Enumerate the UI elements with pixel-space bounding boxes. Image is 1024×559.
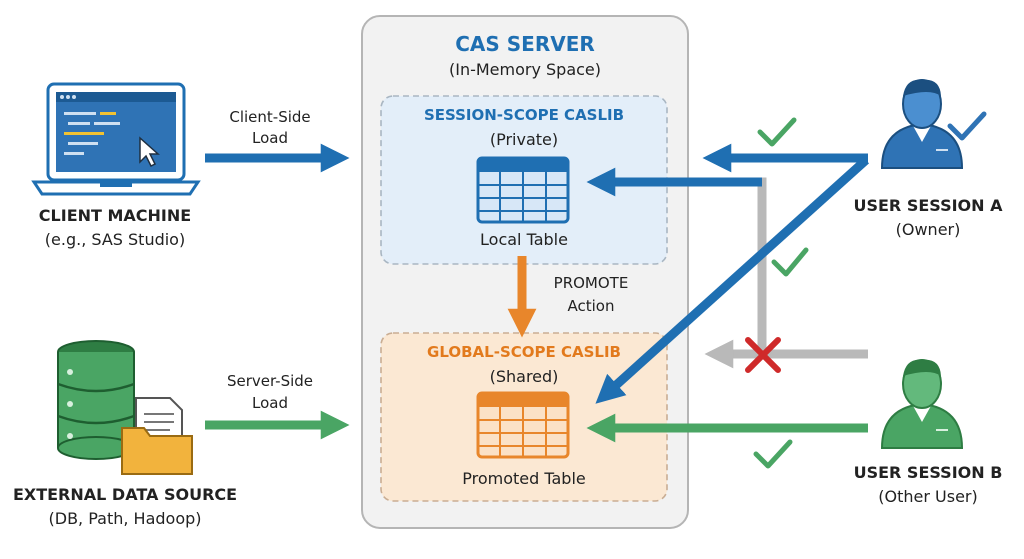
- denied-x-icon: [745, 337, 781, 373]
- user-b-name: USER SESSION B: [853, 463, 1003, 482]
- promoted-table-label: Promoted Table: [462, 469, 586, 488]
- server-load-label-line1: Server-Side: [226, 372, 314, 390]
- promote-label-line1: PROMOTE: [553, 274, 629, 292]
- client-machine-detail: (e.g., SAS Studio): [44, 230, 186, 249]
- check-icon-middle: [771, 247, 809, 277]
- global-caslib-subtitle: (Shared): [489, 367, 559, 386]
- check-icon-top: [757, 117, 797, 147]
- external-source-detail: (DB, Path, Hadoop): [48, 509, 202, 528]
- laptop-icon: [31, 82, 201, 196]
- session-caslib-title: SESSION-SCOPE CASLIB: [423, 106, 625, 124]
- user-a-name: USER SESSION A: [853, 196, 1003, 215]
- server-subtitle: (In-Memory Space): [448, 60, 602, 79]
- external-source-name: EXTERNAL DATA SOURCE: [12, 485, 238, 504]
- promoted-table-icon: [476, 391, 570, 459]
- session-caslib-subtitle: (Private): [489, 130, 559, 149]
- user-b-role: (Other User): [878, 487, 978, 506]
- folder-document-icon: [121, 397, 193, 475]
- client-load-label-line2: Load: [252, 129, 288, 147]
- user-a-role: (Owner): [895, 220, 961, 239]
- client-machine-name: CLIENT MACHINE: [38, 206, 192, 225]
- local-table-icon: [476, 156, 570, 224]
- local-table-label: Local Table: [480, 230, 568, 249]
- user-a-check-icon: [947, 111, 987, 141]
- client-load-label-line1: Client-Side: [229, 108, 311, 126]
- user-a-avatar-icon: [880, 79, 964, 169]
- server-load-label-line2: Load: [252, 394, 288, 412]
- user-a-to-global-arrow: [595, 156, 870, 404]
- promote-label-line2: Action: [567, 297, 615, 315]
- database-icon: [57, 340, 135, 460]
- global-caslib-title: GLOBAL-SCOPE CASLIB: [427, 343, 621, 361]
- user-b-avatar-icon: [880, 359, 964, 449]
- check-icon-bottom: [753, 439, 793, 469]
- server-title: CAS SERVER: [455, 32, 595, 56]
